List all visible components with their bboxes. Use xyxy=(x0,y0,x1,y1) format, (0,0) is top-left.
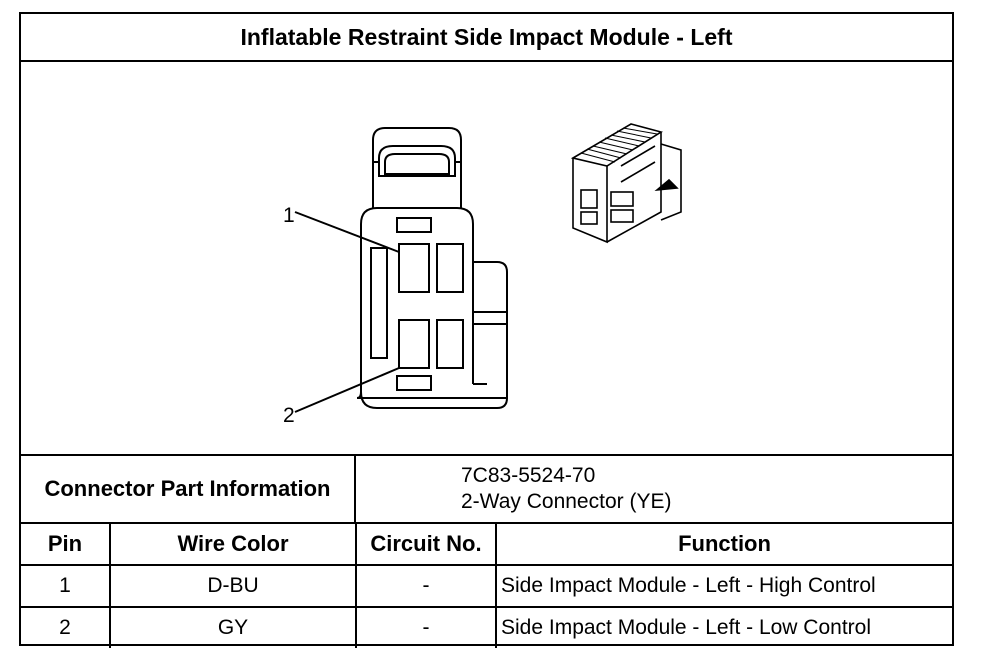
connector-part-info: Connector Part Information 7C83-5524-70 … xyxy=(21,454,952,524)
header-function: Function xyxy=(495,524,952,566)
connector-illustration: 1 2 xyxy=(283,123,682,427)
connector-3d-view xyxy=(570,123,682,244)
circuit-number: - xyxy=(355,606,497,648)
sheet-title: Inflatable Restraint Side Impact Module … xyxy=(21,14,952,62)
table-row: 1 D-BU - Side Impact Module - Left - Hig… xyxy=(21,564,952,608)
connector-latch xyxy=(372,127,462,208)
wire-color: GY xyxy=(109,606,357,648)
pin-function: Side Impact Module - Left - High Control xyxy=(495,564,952,608)
connector-part-info-label: Connector Part Information xyxy=(21,456,356,522)
table-row: 2 GY - Side Impact Module - Left - Low C… xyxy=(21,606,952,648)
circuit-number: - xyxy=(355,564,497,608)
pin-table: Pin Wire Color Circuit No. Function 1 D-… xyxy=(21,524,952,648)
header-pin: Pin xyxy=(21,524,111,566)
connector-diagram: 1 2 xyxy=(21,62,952,454)
callout-leader-1 xyxy=(294,211,400,253)
pin-table-header: Pin Wire Color Circuit No. Function xyxy=(21,524,952,566)
pin-function: Side Impact Module - Left - Low Control xyxy=(495,606,952,648)
connector-description: 2-Way Connector (YE) xyxy=(461,490,672,513)
connector-sheet: Inflatable Restraint Side Impact Module … xyxy=(19,12,954,648)
connector-body xyxy=(356,207,508,409)
pin-number: 2 xyxy=(21,606,111,648)
part-number: 7C83-5524-70 xyxy=(461,464,596,487)
wire-color: D-BU xyxy=(109,564,357,608)
connector-part-info-value: 7C83-5524-70 2-Way Connector (YE) xyxy=(356,456,952,522)
callout-label-1: 1 xyxy=(283,204,295,227)
pin-number: 1 xyxy=(21,564,111,608)
header-wire-color: Wire Color xyxy=(109,524,357,566)
callout-leader-2 xyxy=(294,367,400,413)
header-circuit-no: Circuit No. xyxy=(355,524,497,566)
callout-label-2: 2 xyxy=(283,404,295,427)
